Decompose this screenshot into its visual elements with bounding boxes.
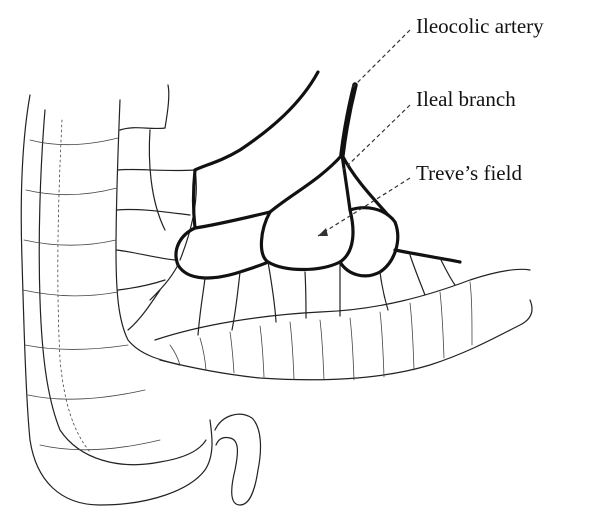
- label-ileocolic-artery: Ileocolic artery: [416, 14, 544, 38]
- label-treves-field: Treve’s field: [416, 161, 522, 185]
- ascending-colon: [21, 95, 212, 505]
- leader-ileocolic-artery: [352, 30, 410, 88]
- terminal-ileum: [155, 269, 532, 380]
- arrowhead-icon: [318, 228, 328, 236]
- label-ileal-branch: Ileal branch: [416, 87, 516, 111]
- leader-ileal-branch: [343, 105, 410, 170]
- ileocolic-artery-vessels: [150, 72, 460, 335]
- leader-lines: [318, 30, 410, 236]
- appendix: [215, 414, 260, 505]
